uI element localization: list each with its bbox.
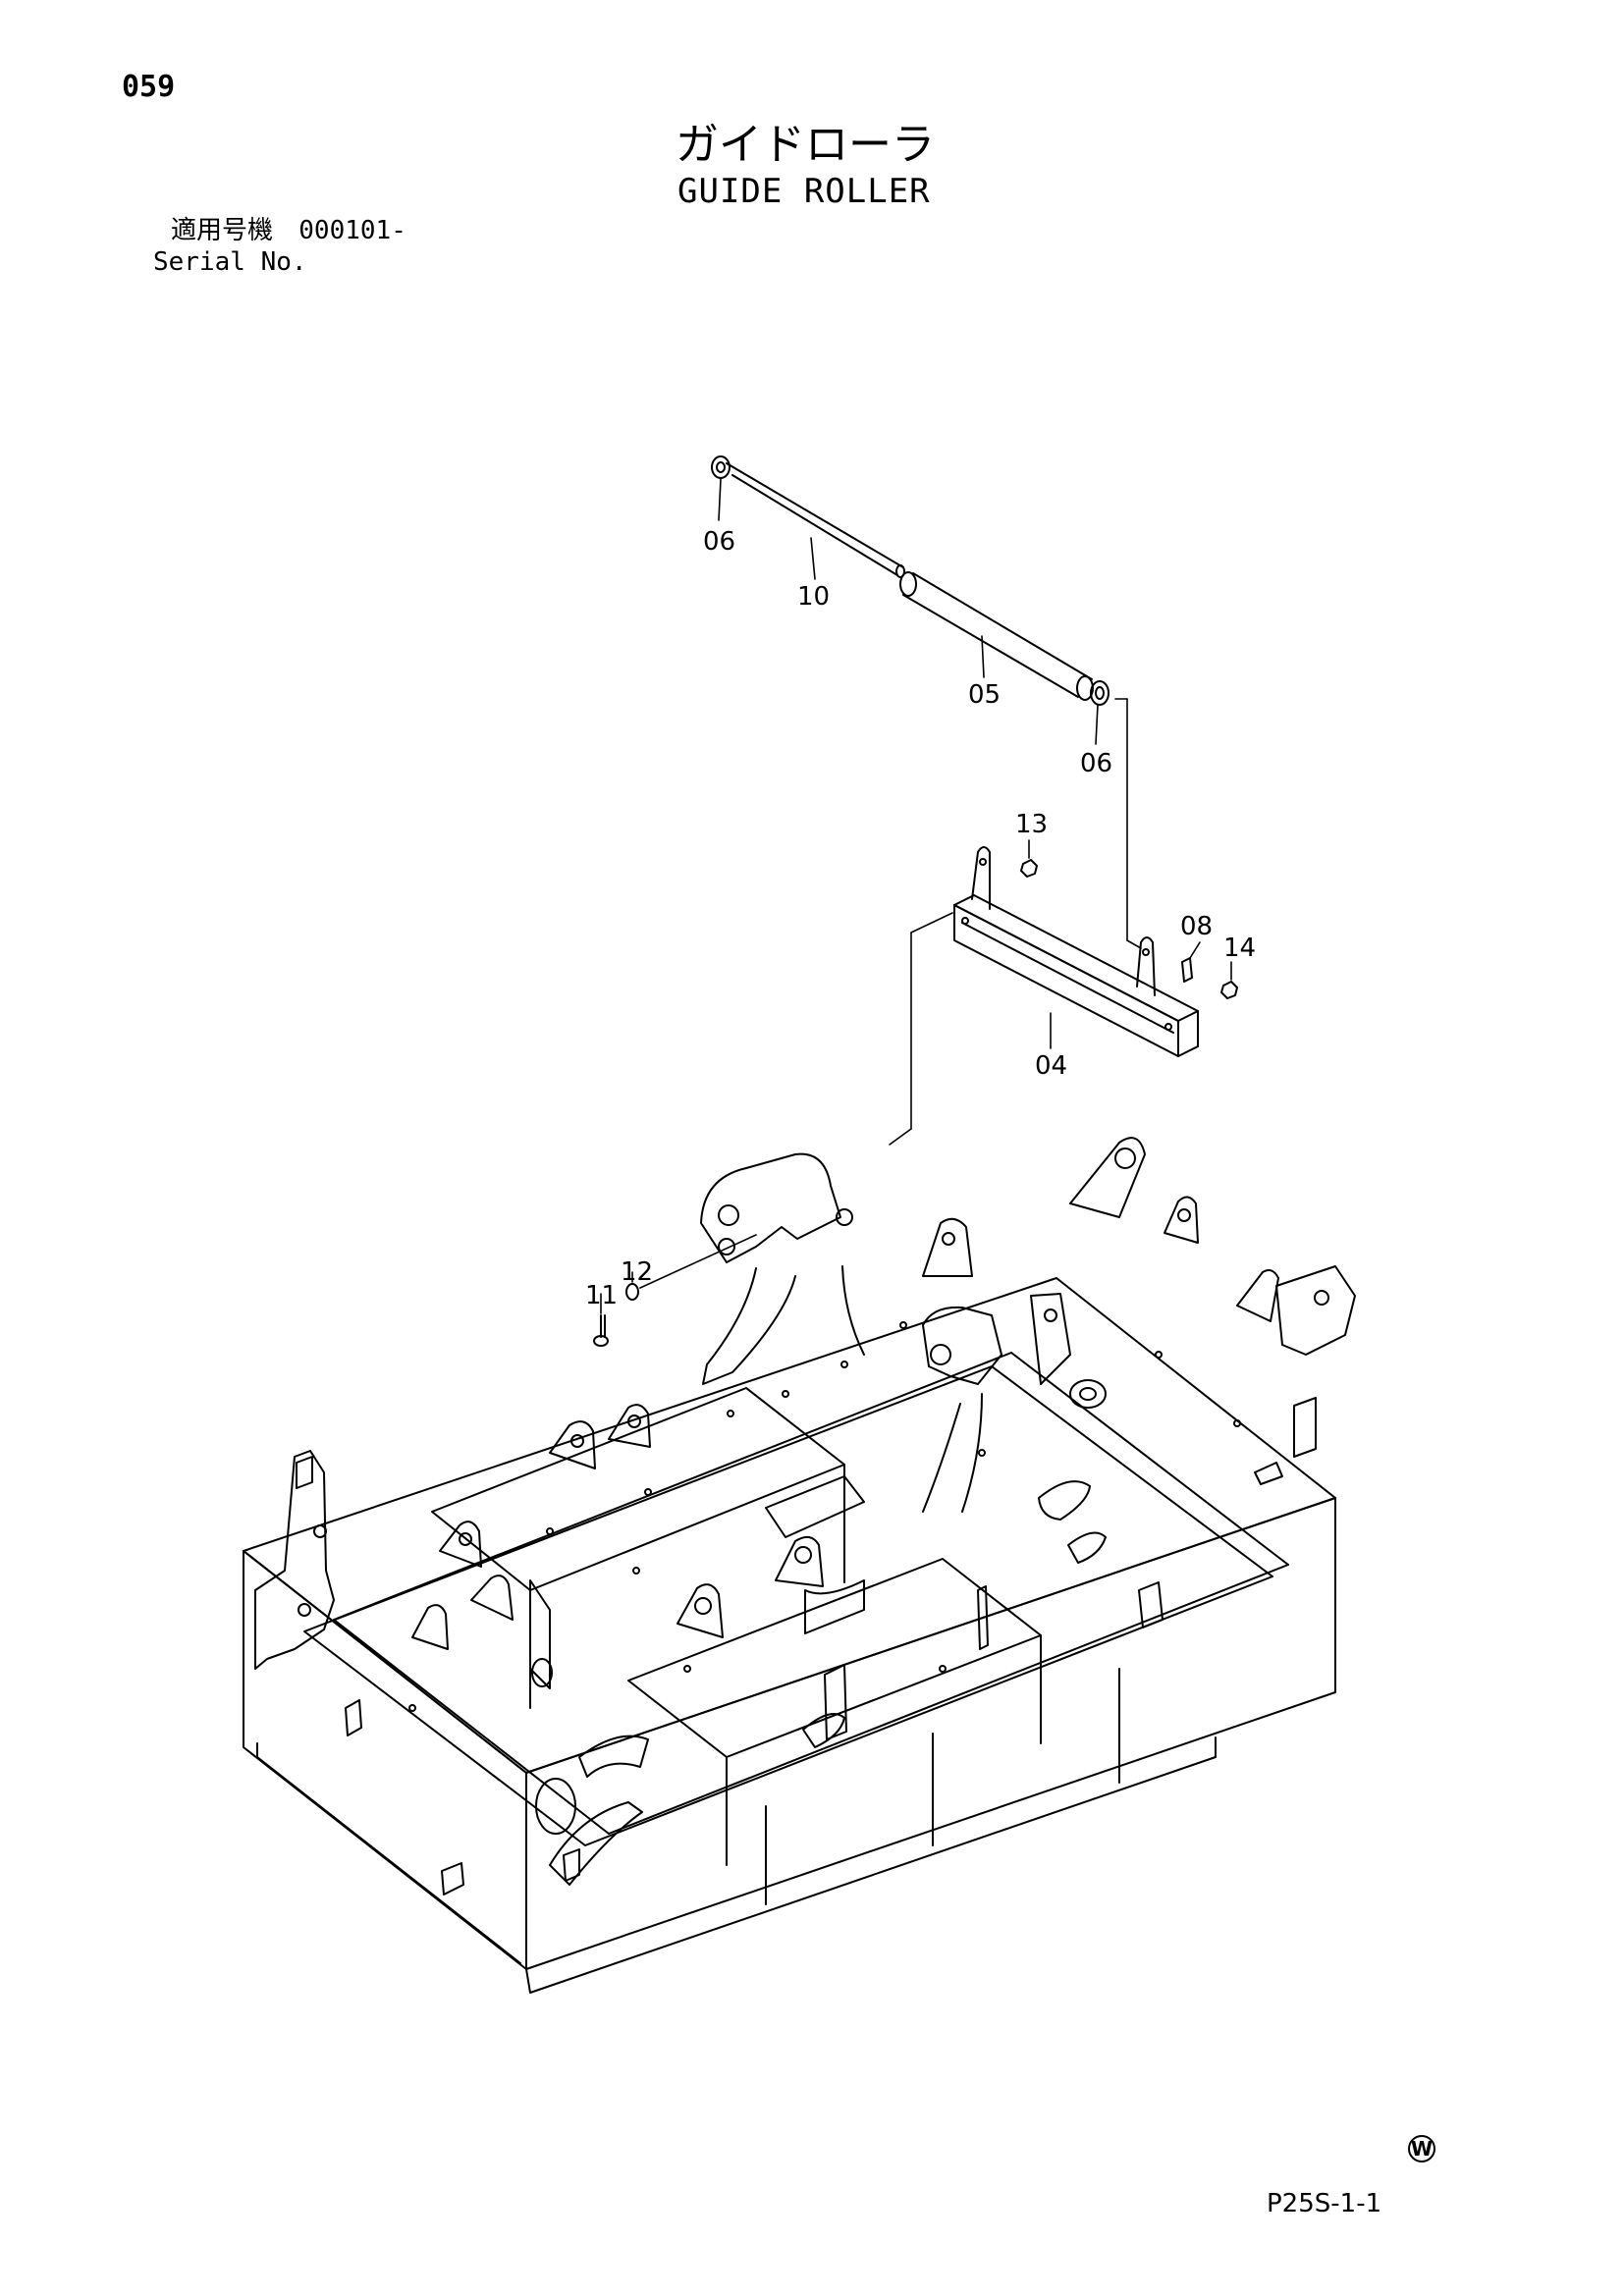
serial-label-english: Serial No.: [153, 247, 307, 277]
part-label-08: 08: [1180, 912, 1213, 941]
part-label-13: 13: [1015, 810, 1048, 839]
pin-08: [1181, 957, 1193, 983]
page-title-english: GUIDE ROLLER: [677, 172, 931, 211]
bracket-04: [953, 846, 1199, 1057]
washer-06-bottom: [1090, 680, 1110, 706]
part-label-14: 14: [1223, 934, 1256, 963]
washer-06-top: [711, 455, 731, 479]
part-label-11: 11: [585, 1281, 618, 1310]
page-number: 059: [122, 70, 176, 104]
part-label-05: 05: [968, 680, 1001, 710]
nut-13: [1020, 859, 1038, 878]
part-label-06: 06: [703, 527, 735, 557]
roller-05: [899, 571, 1094, 701]
serial-number-row: 適用号機 000101-: [171, 218, 406, 243]
bolt-11: [593, 1314, 609, 1347]
w-mark-letter: W: [1411, 2137, 1433, 2161]
part-label-04: 04: [1035, 1051, 1067, 1081]
nut-14: [1220, 981, 1238, 999]
washer-12: [625, 1283, 639, 1301]
drawing-code: P25S-1-1: [1267, 2189, 1382, 2218]
serial-label-japanese: 適用号機: [171, 216, 274, 245]
shaft-10: [726, 462, 905, 578]
serial-value: 000101-: [298, 216, 406, 245]
page-title-japanese: ガイドローラ: [676, 120, 935, 170]
part-label-10: 10: [797, 582, 830, 612]
w-circle-mark: W: [1408, 2135, 1435, 2163]
part-labels: 06 10 05 06 13 08 14 04 11 12: [585, 527, 1256, 1310]
part-label-12: 12: [621, 1257, 653, 1287]
main-frame: [243, 1137, 1356, 1994]
assembly-lines: [600, 478, 1232, 1314]
part-label-06-second: 06: [1080, 749, 1112, 778]
